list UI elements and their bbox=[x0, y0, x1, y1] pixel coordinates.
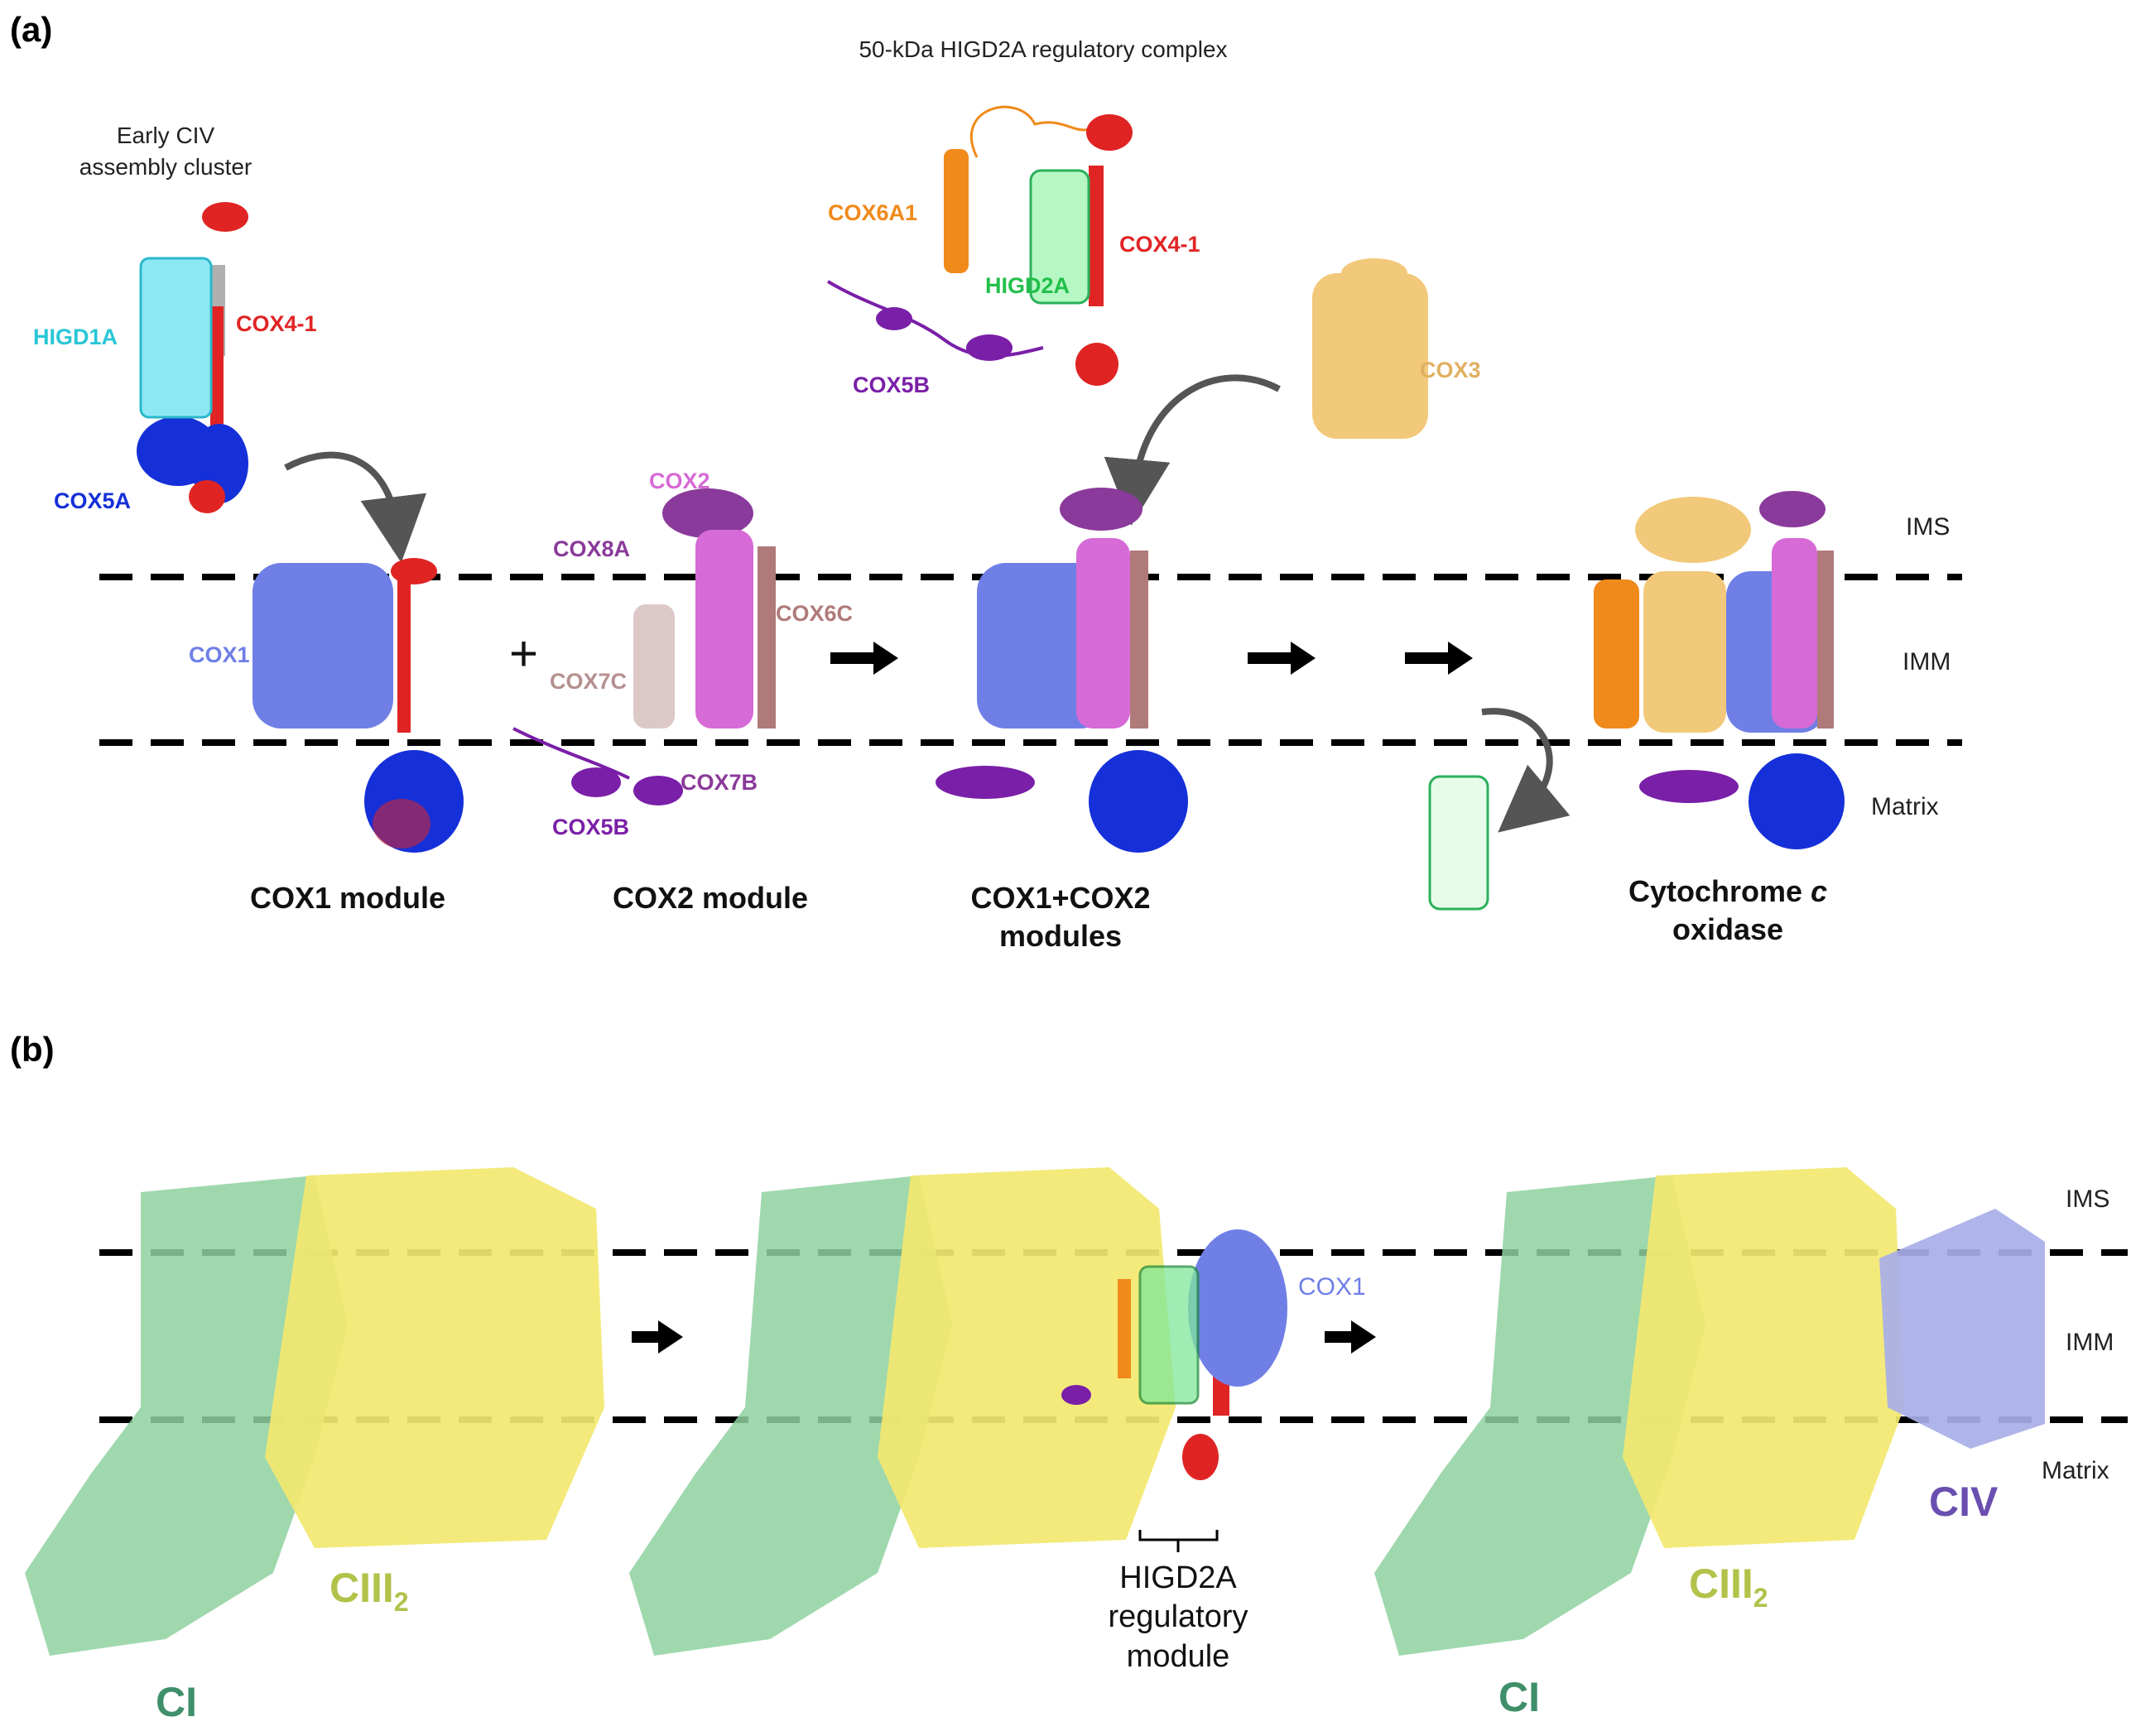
supercomplex-early-structure bbox=[25, 1167, 604, 1656]
cox2-module-label: COX2 module bbox=[612, 881, 809, 915]
ciii2-label-2: CIII2 bbox=[1689, 1560, 1768, 1613]
cox5b-label-module: COX5B bbox=[552, 815, 630, 839]
cox2-module-structure bbox=[512, 488, 776, 805]
higd2a-label: HIGD2A bbox=[985, 273, 1070, 298]
combined-modules-label-line1: COX1+COX2 bbox=[970, 881, 1151, 915]
civ-label: CIV bbox=[1929, 1479, 1999, 1525]
cox5b-label-complex: COX5B bbox=[853, 373, 931, 397]
panel-a-label: (a) bbox=[10, 10, 53, 49]
early-cluster-title-line1: Early CIV bbox=[116, 123, 215, 148]
early-civ-cluster-structure bbox=[137, 202, 248, 513]
cytochrome-c-oxidase-structure bbox=[1594, 491, 1845, 849]
cytochrome-c-oxidase-label-line2: oxidase bbox=[1672, 912, 1784, 946]
higd2a-module-box bbox=[1138, 1265, 1200, 1405]
released-higd2a-box bbox=[1428, 775, 1489, 911]
curved-arrow-release bbox=[1481, 708, 1571, 833]
cox1-label-b: COX1 bbox=[1298, 1273, 1366, 1301]
layer-ims-b: IMS bbox=[2066, 1185, 2110, 1213]
cox3-structure bbox=[1312, 258, 1428, 439]
cox4-1-label-complex: COX4-1 bbox=[1119, 232, 1200, 257]
ciii2-label-1: CIII2 bbox=[330, 1565, 409, 1617]
higd2a-bracket bbox=[1138, 1530, 1219, 1552]
layer-imm-b: IMM bbox=[2066, 1329, 2114, 1356]
cox4-1-label-cluster: COX4-1 bbox=[236, 311, 317, 336]
combined-modules-label-line2: modules bbox=[998, 919, 1123, 953]
cox5a-label: COX5A bbox=[54, 488, 132, 513]
higd2a-module-label-line3: module bbox=[1126, 1639, 1230, 1674]
cox2-label: COX2 bbox=[649, 469, 710, 493]
higd2a-module-label-line2: regulatory bbox=[1108, 1599, 1248, 1634]
curved-arrow-cox3 bbox=[1104, 374, 1281, 526]
ci-label-2: CI bbox=[1498, 1674, 1540, 1720]
higd1a-label: HIGD1A bbox=[33, 325, 118, 349]
layer-imm-a: IMM bbox=[1903, 648, 1951, 676]
cox7b-label: COX7B bbox=[681, 770, 758, 795]
higd2a-regulatory-complex-structure bbox=[826, 105, 1133, 386]
higd1a-placeholder-box bbox=[139, 257, 213, 419]
cox1-module-structure bbox=[253, 558, 464, 853]
straight-arrows-b bbox=[632, 1320, 1376, 1354]
curved-arrow-cluster bbox=[284, 451, 427, 563]
cox6c-label: COX6C bbox=[776, 601, 854, 626]
higd2a-placeholder-box bbox=[1029, 169, 1090, 305]
layer-matrix-b: Matrix bbox=[2042, 1457, 2109, 1484]
supercomplex-intermediate-structure bbox=[629, 1167, 1287, 1656]
supercomplex-mature-structure bbox=[1374, 1167, 2045, 1656]
plus-sign: + bbox=[509, 626, 539, 681]
combined-modules-structure bbox=[936, 488, 1188, 853]
early-cluster-title-line2: assembly cluster bbox=[79, 154, 253, 180]
regulatory-complex-title: 50-kDa HIGD2A regulatory complex bbox=[859, 36, 1228, 62]
cox1-label-a: COX1 bbox=[189, 642, 250, 667]
higd2a-module-label-line1: HIGD2A bbox=[1119, 1560, 1237, 1595]
ci-label-1: CI bbox=[156, 1679, 197, 1725]
cox6a1-label: COX6A1 bbox=[828, 200, 918, 225]
cox1-module-label: COX1 module bbox=[249, 881, 446, 915]
cox3-label: COX3 bbox=[1420, 358, 1481, 382]
cox7c-label: COX7C bbox=[550, 669, 628, 694]
cytochrome-c-oxidase-label-line1: Cytochrome c bbox=[1628, 874, 1828, 908]
cox8a-label: COX8A bbox=[553, 536, 631, 561]
layer-ims-a: IMS bbox=[1906, 513, 1951, 541]
straight-arrows-a bbox=[830, 642, 1473, 675]
panel-b-label: (b) bbox=[10, 1030, 55, 1069]
layer-matrix-a: Matrix bbox=[1871, 793, 1939, 820]
